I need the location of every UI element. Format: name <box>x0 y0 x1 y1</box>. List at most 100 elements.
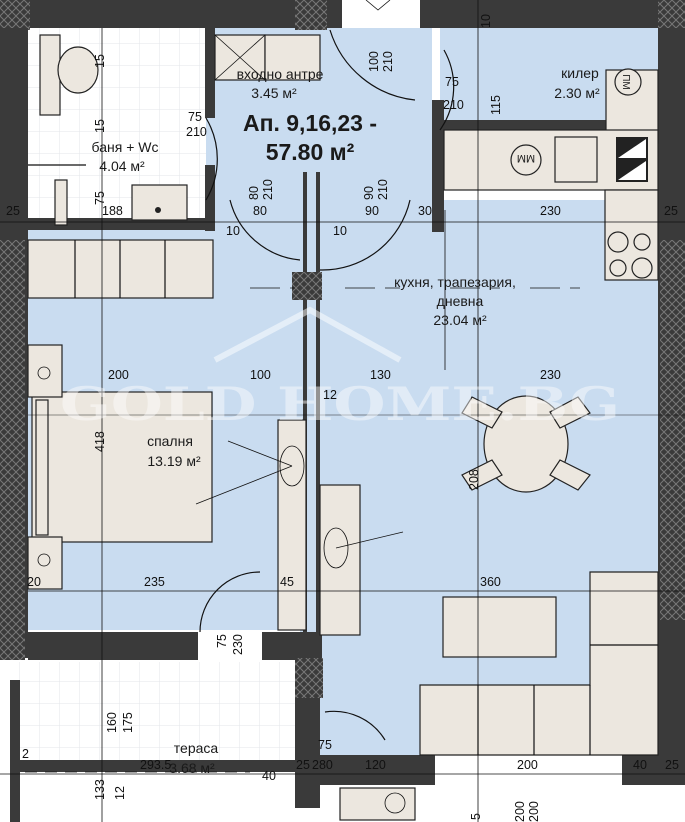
kitchen-sink-icon <box>554 136 598 183</box>
dim-label: 210 <box>261 179 275 200</box>
bedroom-name: спалня <box>147 433 193 449</box>
wardrobe <box>277 419 307 631</box>
dim-label: 293.5 <box>140 758 171 772</box>
dim-label: 210 <box>186 125 207 139</box>
living-area: 23.04 м² <box>433 312 487 328</box>
dim-label: 230 <box>540 368 561 382</box>
dim-label: 25 <box>665 758 679 772</box>
dim-label: 210 <box>443 98 464 112</box>
dim-label: 75 <box>93 191 107 205</box>
bedroom-furniture <box>27 239 404 636</box>
dim-label: 90 <box>362 186 376 200</box>
dim-label: 200 <box>517 758 538 772</box>
pantry-door-arc <box>439 49 455 131</box>
dim-label: 10 <box>226 224 240 238</box>
dim-label: 10 <box>333 224 347 238</box>
dim-label: 188 <box>102 204 123 218</box>
dim-label: 15 <box>93 119 107 133</box>
kitchen-fixtures: ПМ ММ <box>443 68 659 281</box>
toilet-icon <box>57 46 99 94</box>
watermark-logo: GOLD HOME.BG <box>60 306 620 431</box>
bathroom-door-arc <box>205 117 218 201</box>
coffee-table <box>442 596 557 658</box>
dim-label: 10 <box>479 14 493 28</box>
bathroom-name: баня + Wc <box>92 139 159 155</box>
entrance-fixtures <box>205 0 455 271</box>
dining-table <box>483 395 569 493</box>
toilet-tank <box>39 34 61 116</box>
living-name-line2: дневна <box>437 293 484 309</box>
entry-door-arc <box>329 29 416 101</box>
dishwasher-icon <box>614 68 642 96</box>
dim-label: 235 <box>144 575 165 589</box>
dim-label: 75 <box>188 110 202 124</box>
dim-label: 40 <box>262 769 276 783</box>
dim-label: 100 <box>250 368 271 382</box>
dim-label: 75 <box>318 738 332 752</box>
dim-label: 80 <box>253 204 267 218</box>
dim-label: 133 <box>93 779 107 800</box>
bedroom-door-arc <box>229 199 301 261</box>
dim-label: 2 <box>22 747 29 761</box>
bathroom-area: 4.04 м² <box>99 158 145 174</box>
dim-label: 230 <box>540 204 561 218</box>
entrance-area: 3.45 м² <box>251 85 297 101</box>
room-labels: входно антре 3.45 м² Ап. 9,16,23 - 57.80… <box>92 65 601 776</box>
washing-machine-label: ММ <box>517 152 535 164</box>
dim-label: 115 <box>489 95 503 115</box>
dim-label: 15 <box>93 54 107 68</box>
dim-label: 80 <box>247 186 261 200</box>
pantry-area: 2.30 м² <box>554 85 600 101</box>
dim-label: 30 <box>418 204 432 218</box>
dim-label: 100 <box>367 51 381 72</box>
dim-label: 90 <box>365 204 379 218</box>
entrance-name: входно антре <box>237 66 324 82</box>
dim-label: 20 <box>27 575 41 589</box>
dishwasher-label: ПМ <box>620 74 631 90</box>
living-door-arc <box>319 199 411 271</box>
dim-label: 130 <box>370 368 391 382</box>
dim-label: 360 <box>480 575 501 589</box>
dim-label: 200 <box>527 801 541 822</box>
sink-icon <box>131 184 188 221</box>
dim-label: 200 <box>513 801 527 822</box>
terrace-door-arc <box>199 571 261 633</box>
bathroom-fixtures <box>28 34 188 226</box>
dim-label: 25 <box>664 204 678 218</box>
dim-label: 418 <box>93 431 107 452</box>
pantry-name: килер <box>561 65 599 81</box>
terrace-area: 3.68 м² <box>169 760 215 776</box>
dim-label: 200 <box>108 368 129 382</box>
dim-label: 210 <box>376 179 390 200</box>
bed <box>31 391 213 543</box>
dimension-labels: 25 188 80 90 30 230 25 100 210 75 210 75… <box>6 14 679 822</box>
bedroom-area: 13.19 м² <box>147 453 201 469</box>
dim-label: 230 <box>231 634 245 655</box>
dim-label: 208 <box>467 469 481 490</box>
dim-label: 120 <box>365 758 386 772</box>
dim-label: 45 <box>280 575 294 589</box>
apartment-title: Ап. 9,16,23 - <box>243 110 377 136</box>
dim-label: 160 <box>105 712 119 733</box>
dim-label: 5 <box>469 813 483 820</box>
terrace-name: тераса <box>174 740 219 756</box>
washing-machine-icon <box>510 144 542 176</box>
towel-rail-icon <box>54 179 68 226</box>
dim-label: 40 <box>633 758 647 772</box>
watermark-text: GOLD HOME.BG <box>60 377 620 431</box>
living-name-line1: кухня, трапезария, <box>394 274 516 290</box>
dim-label: 75 <box>215 634 229 648</box>
dim-label: 12 <box>323 388 337 402</box>
dim-label: 280 <box>312 758 333 772</box>
dim-label: 12 <box>113 786 127 800</box>
living-furniture <box>324 395 659 821</box>
dim-label: 210 <box>381 51 395 72</box>
terrace-floor <box>18 662 296 762</box>
dim-label: 25 <box>296 758 310 772</box>
dim-label: 75 <box>445 75 459 89</box>
dim-label: 25 <box>6 204 20 218</box>
balcony-door-arc <box>324 710 386 741</box>
